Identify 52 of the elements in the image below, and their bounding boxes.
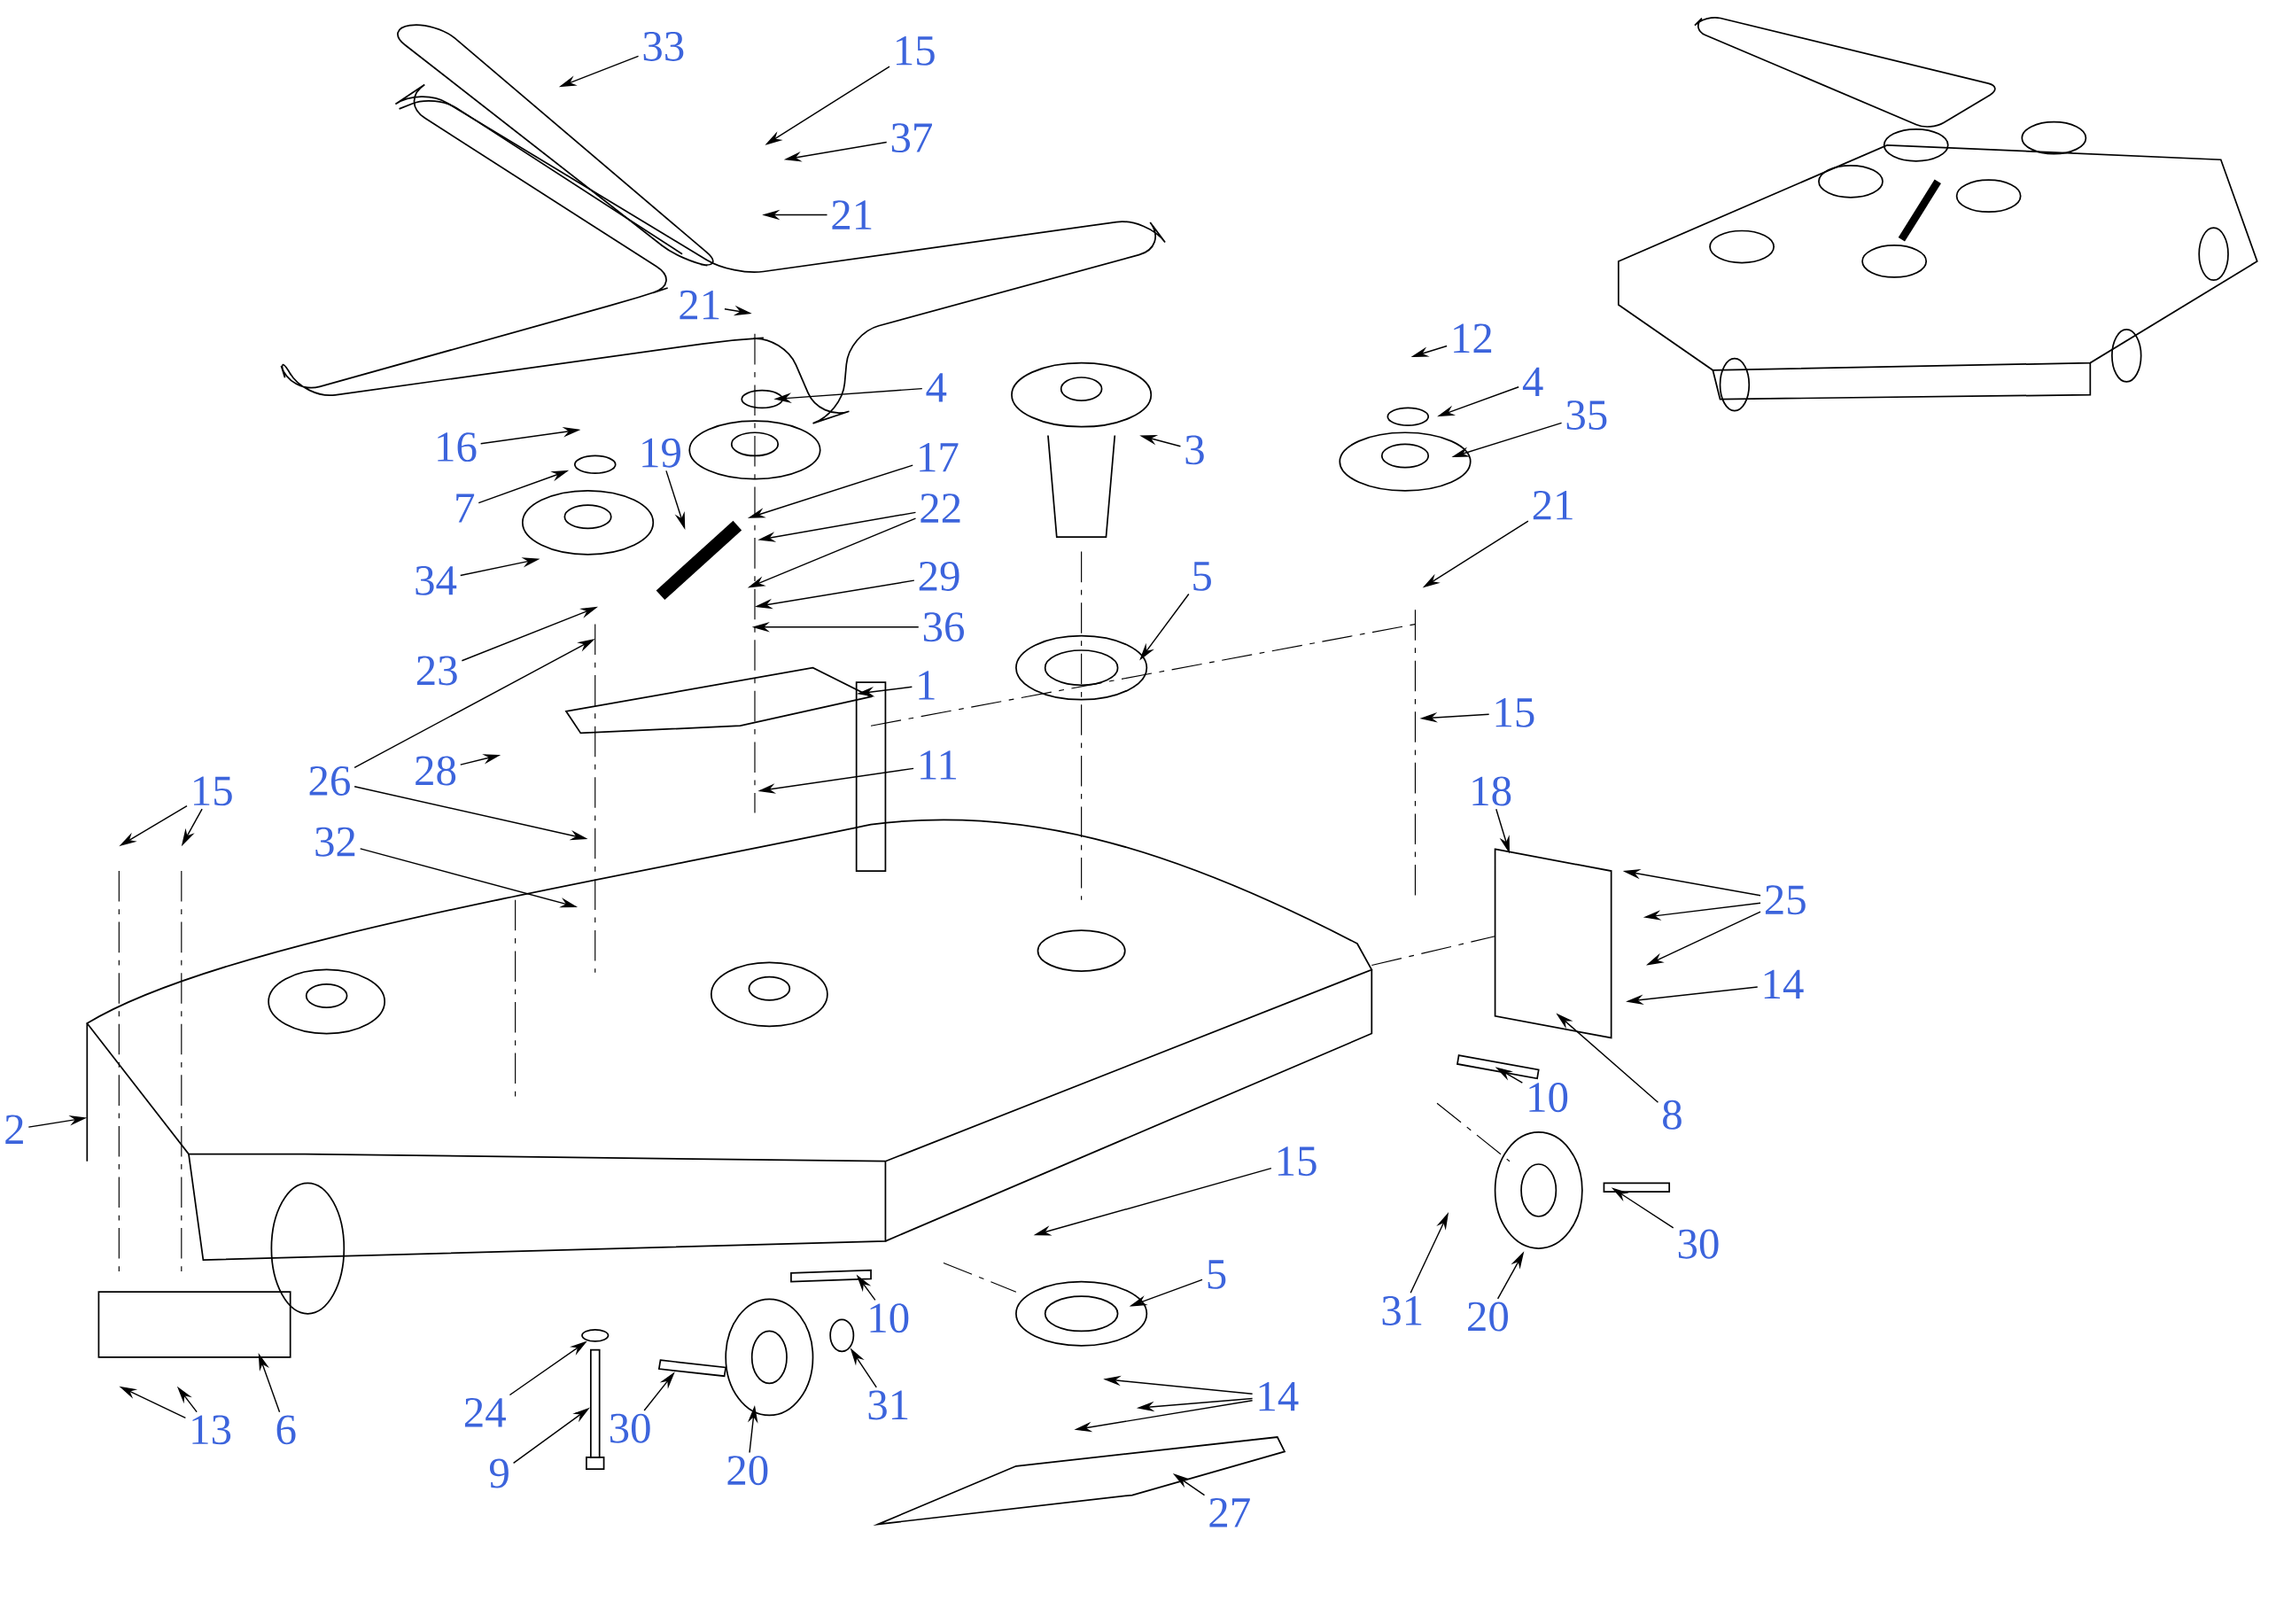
callout-number: 26: [309, 765, 350, 796]
callout-number: 20: [727, 1456, 768, 1486]
callout-number: 14: [1764, 969, 1804, 998]
callout-number: 28: [416, 756, 456, 786]
callout-number: 33: [643, 31, 684, 61]
callout-number: 24: [464, 1397, 506, 1427]
callout-number: 7: [456, 493, 475, 523]
callout-number: 11: [920, 750, 957, 780]
callout-number: 4: [926, 373, 947, 402]
callout-number: 1: [919, 671, 935, 700]
callout-number: 5: [1208, 1260, 1226, 1289]
callout-number: 27: [1209, 1497, 1250, 1527]
callout-number: 2: [5, 1115, 23, 1144]
callout-number: 10: [1529, 1082, 1568, 1112]
callout-number: 21: [1533, 490, 1573, 520]
callout-number: 12: [1454, 323, 1492, 353]
callout-number: 32: [315, 827, 355, 857]
callout-number: 31: [1382, 1295, 1422, 1325]
callout-number: 35: [1566, 400, 1607, 430]
callout-number: 30: [1678, 1229, 1719, 1259]
callout-number: 31: [868, 1390, 908, 1420]
callout-number: 37: [891, 123, 932, 152]
callout-number: 10: [870, 1303, 909, 1333]
callout-number: 21: [680, 290, 719, 320]
callout-number: 15: [1278, 1146, 1317, 1176]
callout-number: 6: [276, 1415, 296, 1445]
callout-number: 9: [489, 1458, 509, 1488]
callout-number: 13: [192, 1415, 231, 1445]
callout-number: 34: [416, 565, 457, 595]
callout-number: 5: [1193, 562, 1211, 591]
callout-number: 22: [920, 493, 960, 523]
washer: [581, 1328, 610, 1342]
callout-number: 18: [1472, 776, 1511, 806]
callout-number: 16: [438, 432, 477, 462]
callout-number: 15: [1495, 697, 1534, 727]
callout-number: 25: [1765, 885, 1806, 915]
callout-number: 19: [642, 438, 680, 468]
callout-number: 14: [1259, 1381, 1299, 1411]
callout-number: 20: [1468, 1302, 1508, 1332]
callout-number: 21: [832, 200, 872, 229]
bolt: [589, 1348, 601, 1458]
callout-number: 29: [919, 561, 959, 591]
callout-number: 15: [194, 776, 232, 806]
callout-number: 17: [920, 442, 959, 472]
callout-number: 8: [1663, 1100, 1682, 1130]
callout-number: 15: [897, 35, 935, 66]
callout-number: 23: [416, 656, 457, 686]
callout-number: 3: [1185, 435, 1204, 465]
callout-number: 36: [923, 612, 964, 642]
callout-number: 30: [610, 1413, 650, 1443]
spacer: [829, 1318, 855, 1353]
callout-number: 4: [1522, 367, 1543, 396]
